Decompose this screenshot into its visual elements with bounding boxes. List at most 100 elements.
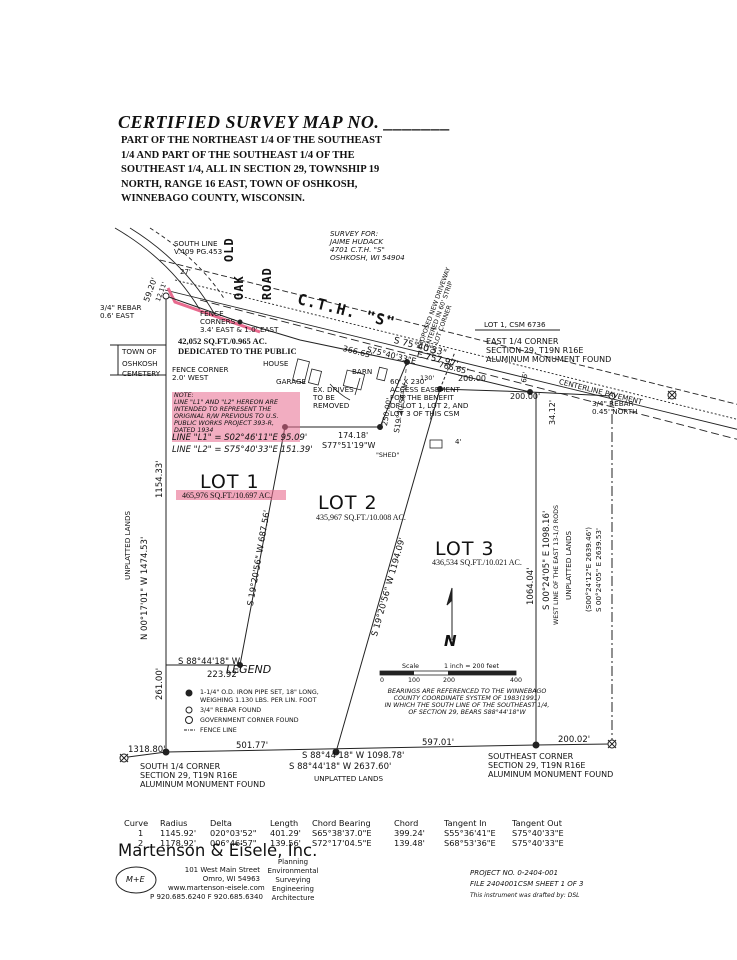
note-highlight xyxy=(172,392,300,442)
curve-table-header: Curve Radius Delta Length Chord Bearing … xyxy=(124,818,582,828)
label-line: 3.4' EAST & 1.0' EAST xyxy=(200,325,279,334)
label-line: CEMETERY xyxy=(122,369,161,378)
lot1-area-highlight xyxy=(176,490,286,500)
note-line: LINE "L1" AND "L2" HEREON ARE xyxy=(174,399,278,406)
label-line: TOWN OF xyxy=(122,347,157,356)
note-line: BEARINGS ARE REFERENCED TO THE WINNEBAGO xyxy=(387,688,547,695)
curve-cell: S72°17'04.5"E xyxy=(312,838,372,848)
curve-header: Tangent Out xyxy=(512,818,562,828)
curve-cell: 1178.92' xyxy=(160,838,197,848)
old-oak-road-label-2: OAK xyxy=(232,275,246,300)
note-line: INTENDED TO REPRESENT THE xyxy=(174,406,272,413)
easement-lines xyxy=(399,361,441,421)
parcel-boundary xyxy=(110,295,613,759)
scale-tick-100: 100 xyxy=(408,677,421,684)
firm-name: Martenson & Eisele, Inc. xyxy=(118,841,318,860)
dedicated-area-label: 42,052 SQ.FT./0.965 AC. DEDICATED TO THE… xyxy=(178,336,297,356)
dist-200b: 200.00' xyxy=(510,392,541,401)
label-line: SECTION 29, T19N R16E xyxy=(486,346,584,355)
label-line: FENCE CORNER xyxy=(172,365,229,374)
curve-cell: S65°38'37.0"E xyxy=(312,828,372,838)
garage-label: GARAGE xyxy=(276,377,307,386)
scale-tick-0: 0 xyxy=(380,677,385,684)
east-line-short: 1064.04' xyxy=(526,567,536,606)
curve-cell: 2 xyxy=(138,838,144,848)
north-label: N xyxy=(444,632,457,650)
rebar-east-label: 3/4" REBAR 0.45' NORTH xyxy=(592,400,638,416)
note-line: ORIGINAL R/W PREVIOUS TO U.S. xyxy=(174,413,279,420)
south-full-bearing: S 88°44'18" W 2637.60' xyxy=(289,762,392,772)
label-line: FOR THE BENEFIT xyxy=(390,393,454,402)
bearing-s77: S77°51'19"W xyxy=(322,441,376,450)
line-l2: LINE "L2" = S75°40'33"E 151.39' xyxy=(172,445,313,455)
dist-4: 4' xyxy=(455,438,462,446)
lot1-south-bearing: S 88°44'18" W xyxy=(178,657,241,667)
curve-cell: 139.48' xyxy=(394,838,425,848)
curve-cell: 139.56' xyxy=(270,838,301,848)
label-line: 2.0' WEST xyxy=(172,373,209,382)
address-line: www.martenson-eisele.com xyxy=(168,884,265,892)
dist-27: 27' xyxy=(180,268,191,276)
address-line: Omro, WI 54963 xyxy=(202,875,260,883)
legend-title: LEGEND xyxy=(226,663,272,676)
label-line: FENCE xyxy=(200,309,224,318)
firm-logo-oval xyxy=(115,866,157,894)
dist-200a: 200.00 xyxy=(458,374,486,383)
rebar-nw-label: 3/4" REBAR 0.6' EAST xyxy=(100,304,142,320)
dist-1318: 1318.80' xyxy=(128,745,166,755)
old-oak-road-lines xyxy=(114,227,226,316)
curve-cell: 1 xyxy=(138,828,144,838)
firm-logo: M+E xyxy=(126,875,145,884)
dist-223: 223.92' xyxy=(207,670,240,680)
government-corner-marks xyxy=(119,390,677,763)
dist-174: 174.18' xyxy=(338,431,369,440)
label-line: ALUMINUM MONUMENT FOUND xyxy=(486,355,612,364)
curve-cell: 399.24' xyxy=(394,828,425,838)
label-line: EAST 1/4 CORNER xyxy=(486,337,559,346)
curve-cell: 020°03'52" xyxy=(210,828,257,838)
lot3-area: 436,534 SQ.FT./10.021 AC. xyxy=(432,558,522,567)
old-oak-road-label: OLD xyxy=(222,237,236,262)
label-line: 3/4" REBAR xyxy=(592,399,634,408)
dist-130: 130' xyxy=(420,374,435,382)
west-line-short: 1154.33' xyxy=(155,460,165,499)
legal-line: PART OF THE NORTHEAST 1/4 OF THE SOUTHEA… xyxy=(121,135,382,146)
scale-label: Scale xyxy=(402,663,419,670)
shed-label: "SHED" xyxy=(376,452,400,459)
curve-header: Chord Bearing xyxy=(312,818,371,828)
south-quarter-corner-label: SOUTH 1/4 CORNER SECTION 29, T19N R16E A… xyxy=(140,762,265,789)
legal-line: WINNEBAGO COUNTY, WISCONSIN. xyxy=(121,193,305,204)
north-arrow xyxy=(446,587,453,640)
lot2-area: 435,967 SQ.FT./10.008 AC. xyxy=(316,513,406,522)
label-line: SOUTH 1/4 CORNER xyxy=(140,762,221,771)
legend-item: GOVERNMENT CORNER FOUND xyxy=(200,717,299,724)
project-number: PROJECT NO. 0-2404-001 xyxy=(470,869,559,877)
curve-cell: 006°46'57" xyxy=(210,838,257,848)
label-line: EX. DRIVES xyxy=(313,385,354,394)
legend-item: 3/4" REBAR FOUND xyxy=(200,707,262,714)
map-title: CERTIFIED SURVEY MAP NO. _______ xyxy=(118,112,451,132)
legal-line: NORTH, RANGE 16 EAST, TOWN OF OSHKOSH, xyxy=(121,178,358,190)
scale-bar xyxy=(379,670,517,676)
cemetery-label: TOWN OF OSHKOSH CEMETERY xyxy=(122,347,160,379)
unplatted-lands-south: UNPLATTED LANDS xyxy=(314,774,384,783)
label-line: ACCESS EASEMENT xyxy=(390,385,460,394)
east-line-bearing: S 00°24'05" E 1098.16' xyxy=(542,510,552,610)
label-line: ALUMINUM MONUMENT FOUND xyxy=(488,770,614,779)
scale-tick-200: 200 xyxy=(443,677,456,684)
dist-20002: 200.02' xyxy=(558,735,591,745)
legal-line: SOUTHEAST 1/4, ALL IN SECTION 29, TOWNSH… xyxy=(121,164,380,175)
curve-cell: S55°36'41"E xyxy=(444,828,496,838)
label-line: ALUMINUM MONUMENT FOUND xyxy=(140,780,266,789)
lot1-area: 465,976 SQ.FT./10.697 AC. xyxy=(182,491,272,500)
address-line: 101 West Main Street xyxy=(184,866,260,874)
dist-261: 261.00' xyxy=(155,667,165,700)
note-line: IN WHICH THE SOUTH LINE OF THE SOUTHEAST… xyxy=(384,702,550,709)
label-line: SECTION 29, T19N R16E xyxy=(488,761,586,770)
curve-header: Curve xyxy=(124,818,149,828)
label-line: SOUTH LINE xyxy=(174,239,218,248)
label-line: DEDICATED TO THE PUBLIC xyxy=(178,345,297,356)
curve-cell: S75°40'33"E xyxy=(512,838,564,848)
legend-item: 1-1/4" O.D. IRON PIPE SET, 18" LONG, xyxy=(200,689,319,696)
lot2-name: LOT 2 xyxy=(318,492,378,514)
